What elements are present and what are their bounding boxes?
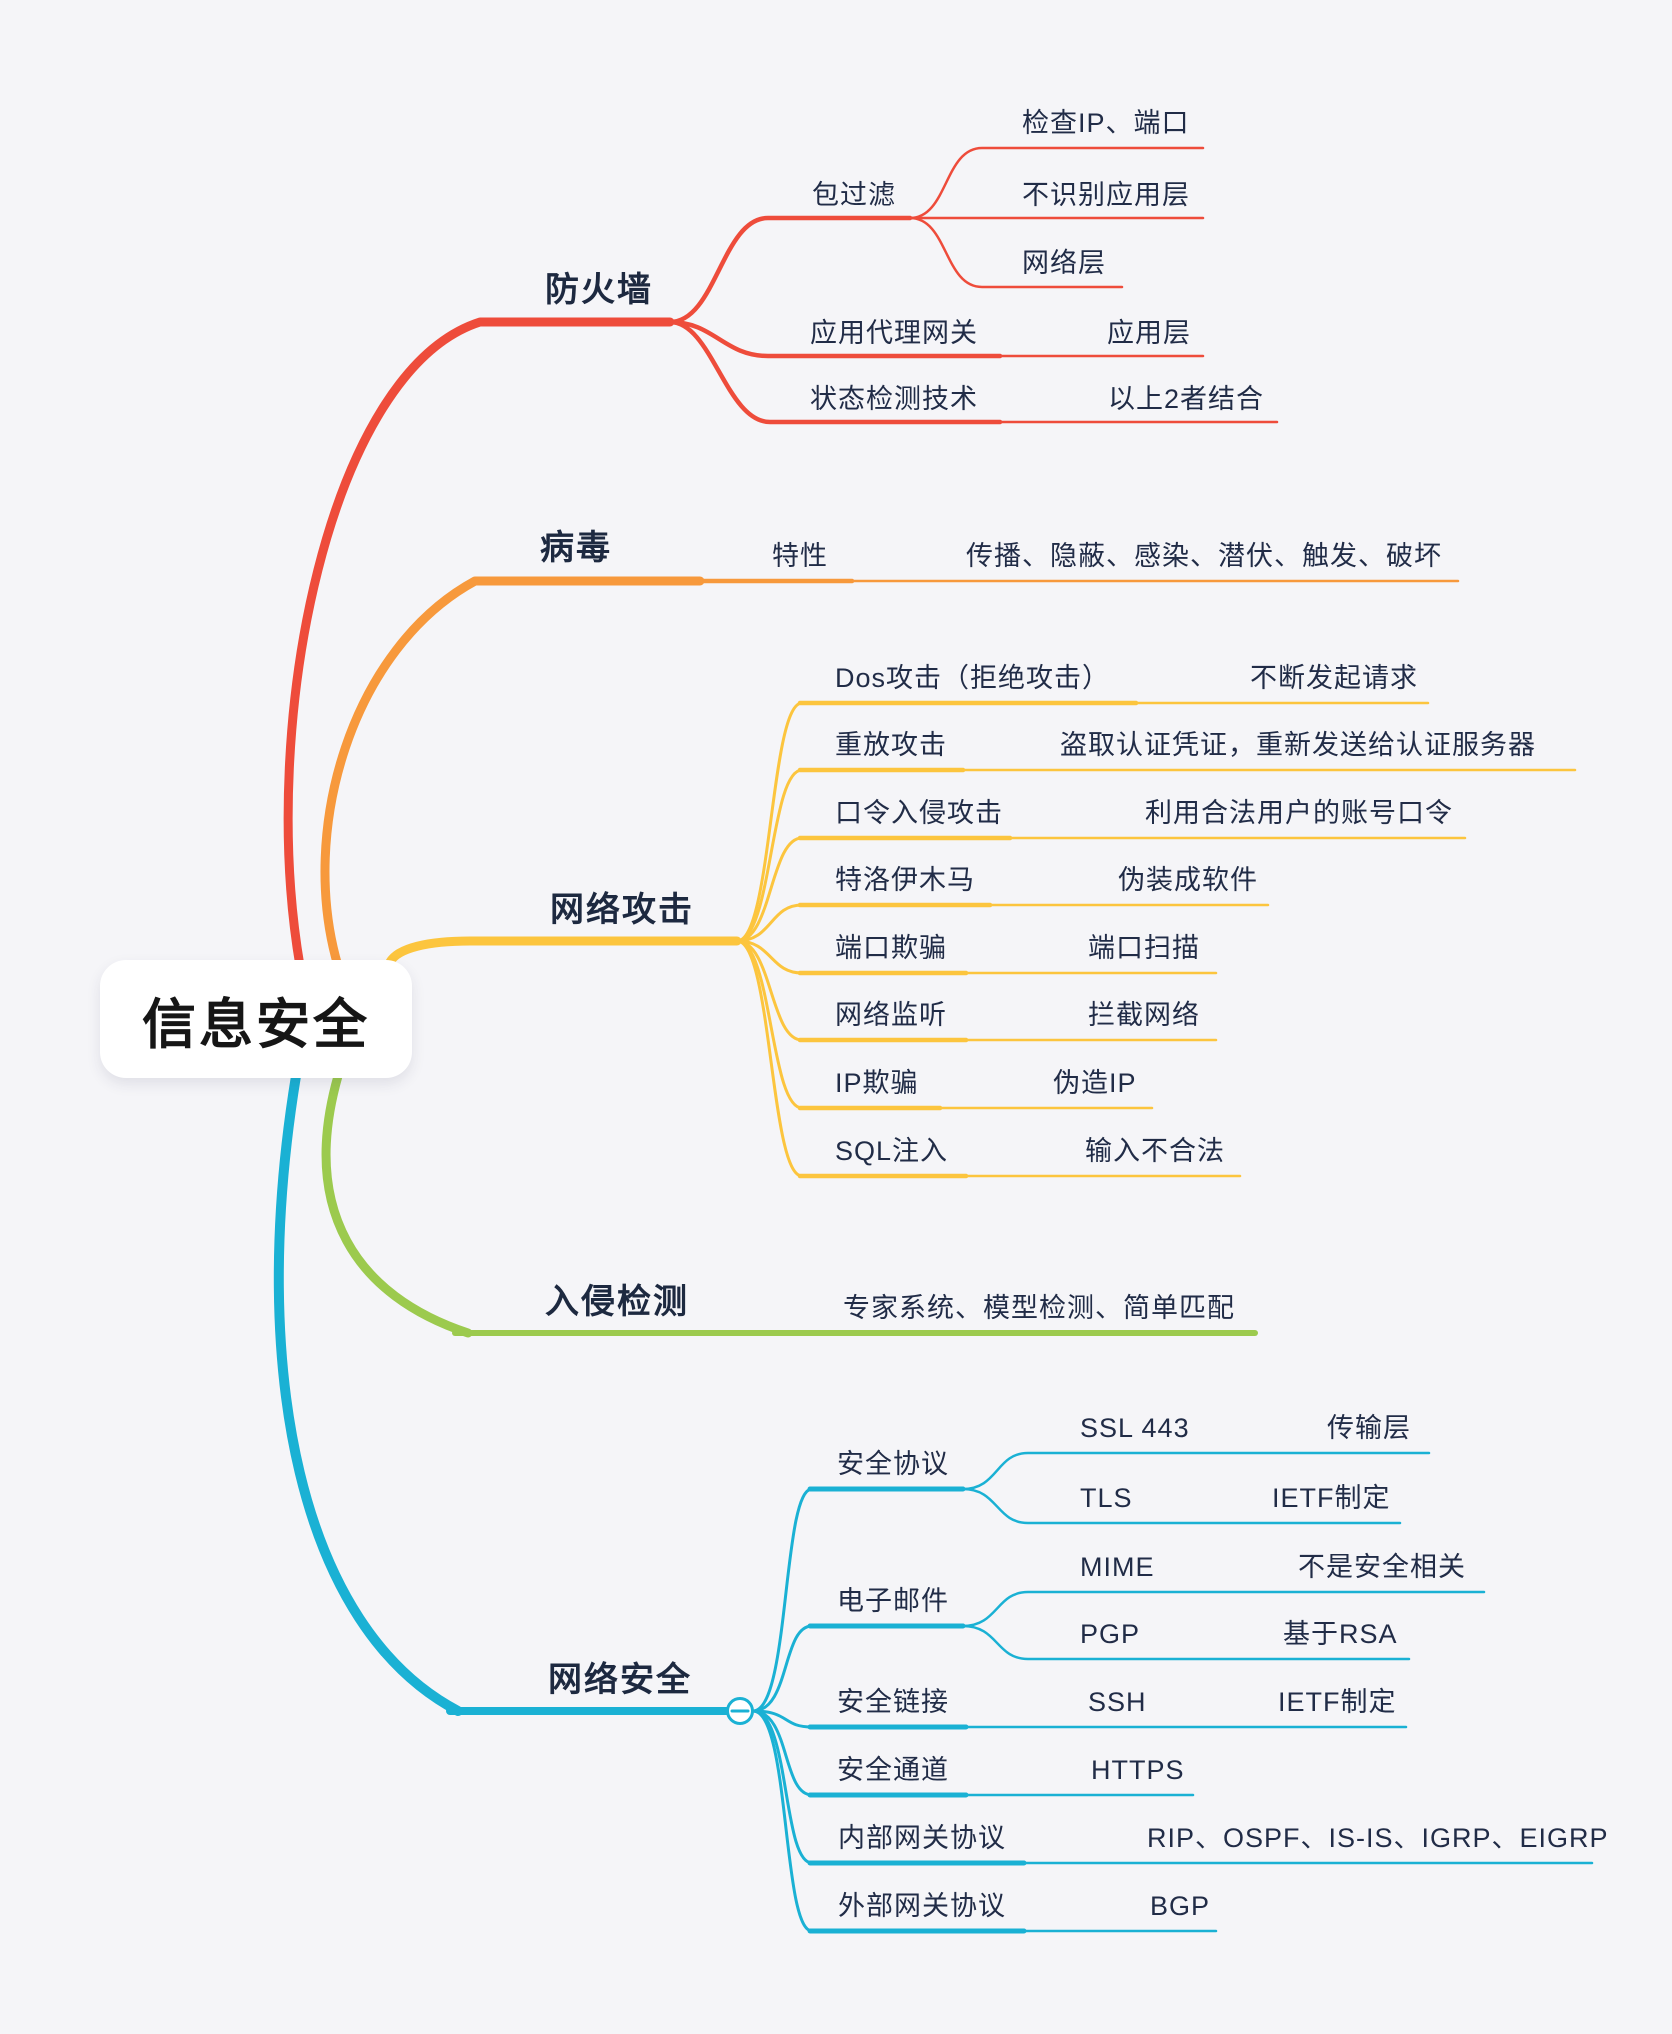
virus-branch-lines bbox=[320, 576, 1460, 971]
node-info-security[interactable]: 信息安全 bbox=[100, 960, 412, 1078]
node-port-scan-desc[interactable]: 端口扫描 bbox=[1088, 933, 1200, 963]
node-secure-channel[interactable]: 安全通道 bbox=[837, 1755, 949, 1785]
node-igp[interactable]: 内部网关协议 bbox=[838, 1823, 1006, 1853]
firewall-branch-lines bbox=[283, 146, 1279, 971]
node-ip-spoofing[interactable]: IP欺骗 bbox=[835, 1068, 919, 1098]
node-intrusion-detection[interactable]: 入侵检测 bbox=[545, 1283, 689, 1321]
netsec-branch-lines bbox=[273, 1071, 1594, 1934]
node-replay-desc[interactable]: 盗取认证凭证，重新发送给认证服务器 bbox=[1060, 730, 1536, 760]
node-combine-both[interactable]: 以上2者结合 bbox=[1108, 384, 1265, 414]
node-no-app-layer[interactable]: 不识别应用层 bbox=[1022, 180, 1190, 210]
node-packet-filter[interactable]: 包过滤 bbox=[812, 180, 896, 210]
node-dos-desc[interactable]: 不断发起请求 bbox=[1250, 663, 1418, 693]
node-igp-desc[interactable]: RIP、OSPF、IS-IS、IGRP、EIGRP bbox=[1147, 1823, 1609, 1853]
node-https[interactable]: HTTPS bbox=[1091, 1755, 1185, 1785]
node-ssl-desc[interactable]: 传输层 bbox=[1327, 1413, 1411, 1443]
attack-branch-lines bbox=[385, 700, 1577, 1179]
node-firewall[interactable]: 防火墙 bbox=[545, 271, 653, 309]
node-tls-desc[interactable]: IETF制定 bbox=[1272, 1483, 1391, 1513]
node-virus-trait[interactable]: 特性 bbox=[772, 541, 828, 571]
node-app-layer[interactable]: 应用层 bbox=[1107, 318, 1191, 348]
node-egp-desc[interactable]: BGP bbox=[1150, 1891, 1211, 1921]
node-sql-injection[interactable]: SQL注入 bbox=[835, 1136, 949, 1166]
node-ip-spoofing-desc[interactable]: 伪造IP bbox=[1053, 1068, 1137, 1098]
node-security-protocol[interactable]: 安全协议 bbox=[837, 1449, 949, 1479]
node-sniffing-desc[interactable]: 拦截网络 bbox=[1088, 1000, 1200, 1030]
node-network-layer[interactable]: 网络层 bbox=[1022, 248, 1106, 278]
node-app-proxy-gateway[interactable]: 应用代理网关 bbox=[810, 318, 978, 348]
node-trojan-desc[interactable]: 伪装成软件 bbox=[1118, 865, 1258, 895]
node-ids-desc[interactable]: 专家系统、模型检测、简单匹配 bbox=[843, 1293, 1235, 1323]
node-ssh[interactable]: SSH bbox=[1088, 1687, 1147, 1717]
node-network-attack[interactable]: 网络攻击 bbox=[550, 891, 694, 929]
node-email[interactable]: 电子邮件 bbox=[837, 1586, 949, 1616]
root-label: 信息安全 bbox=[142, 994, 370, 1055]
ids-branch-lines bbox=[321, 1071, 1258, 1338]
node-virus[interactable]: 病毒 bbox=[540, 529, 612, 567]
node-ssh-desc[interactable]: IETF制定 bbox=[1278, 1687, 1397, 1717]
node-mime[interactable]: MIME bbox=[1080, 1552, 1155, 1582]
node-dos-attack[interactable]: Dos攻击（拒绝攻击） bbox=[835, 663, 1111, 693]
node-password-desc[interactable]: 利用合法用户的账号口令 bbox=[1145, 798, 1453, 828]
node-stateful-inspection[interactable]: 状态检测技术 bbox=[810, 384, 978, 414]
node-virus-trait-desc[interactable]: 传播、隐蔽、感染、潜伏、触发、破坏 bbox=[966, 541, 1442, 571]
node-ssl[interactable]: SSL 443 bbox=[1080, 1413, 1190, 1443]
node-network-security[interactable]: 网络安全 bbox=[548, 1661, 692, 1699]
node-tls[interactable]: TLS bbox=[1080, 1483, 1133, 1513]
node-mime-desc[interactable]: 不是安全相关 bbox=[1298, 1552, 1466, 1582]
node-sql-desc[interactable]: 输入不合法 bbox=[1085, 1136, 1225, 1166]
node-replay-attack[interactable]: 重放攻击 bbox=[835, 730, 947, 760]
node-trojan[interactable]: 特洛伊木马 bbox=[835, 865, 975, 895]
collapse-icon[interactable] bbox=[726, 1697, 754, 1725]
node-password-intrusion[interactable]: 口令入侵攻击 bbox=[835, 798, 1003, 828]
node-egp[interactable]: 外部网关协议 bbox=[838, 1891, 1006, 1921]
node-check-ip-port[interactable]: 检查IP、端口 bbox=[1022, 108, 1190, 138]
node-port-spoofing[interactable]: 端口欺骗 bbox=[835, 933, 947, 963]
node-sniffing[interactable]: 网络监听 bbox=[835, 1000, 947, 1030]
node-secure-link[interactable]: 安全链接 bbox=[837, 1687, 949, 1717]
node-pgp-desc[interactable]: 基于RSA bbox=[1283, 1619, 1398, 1649]
node-pgp[interactable]: PGP bbox=[1080, 1619, 1141, 1649]
